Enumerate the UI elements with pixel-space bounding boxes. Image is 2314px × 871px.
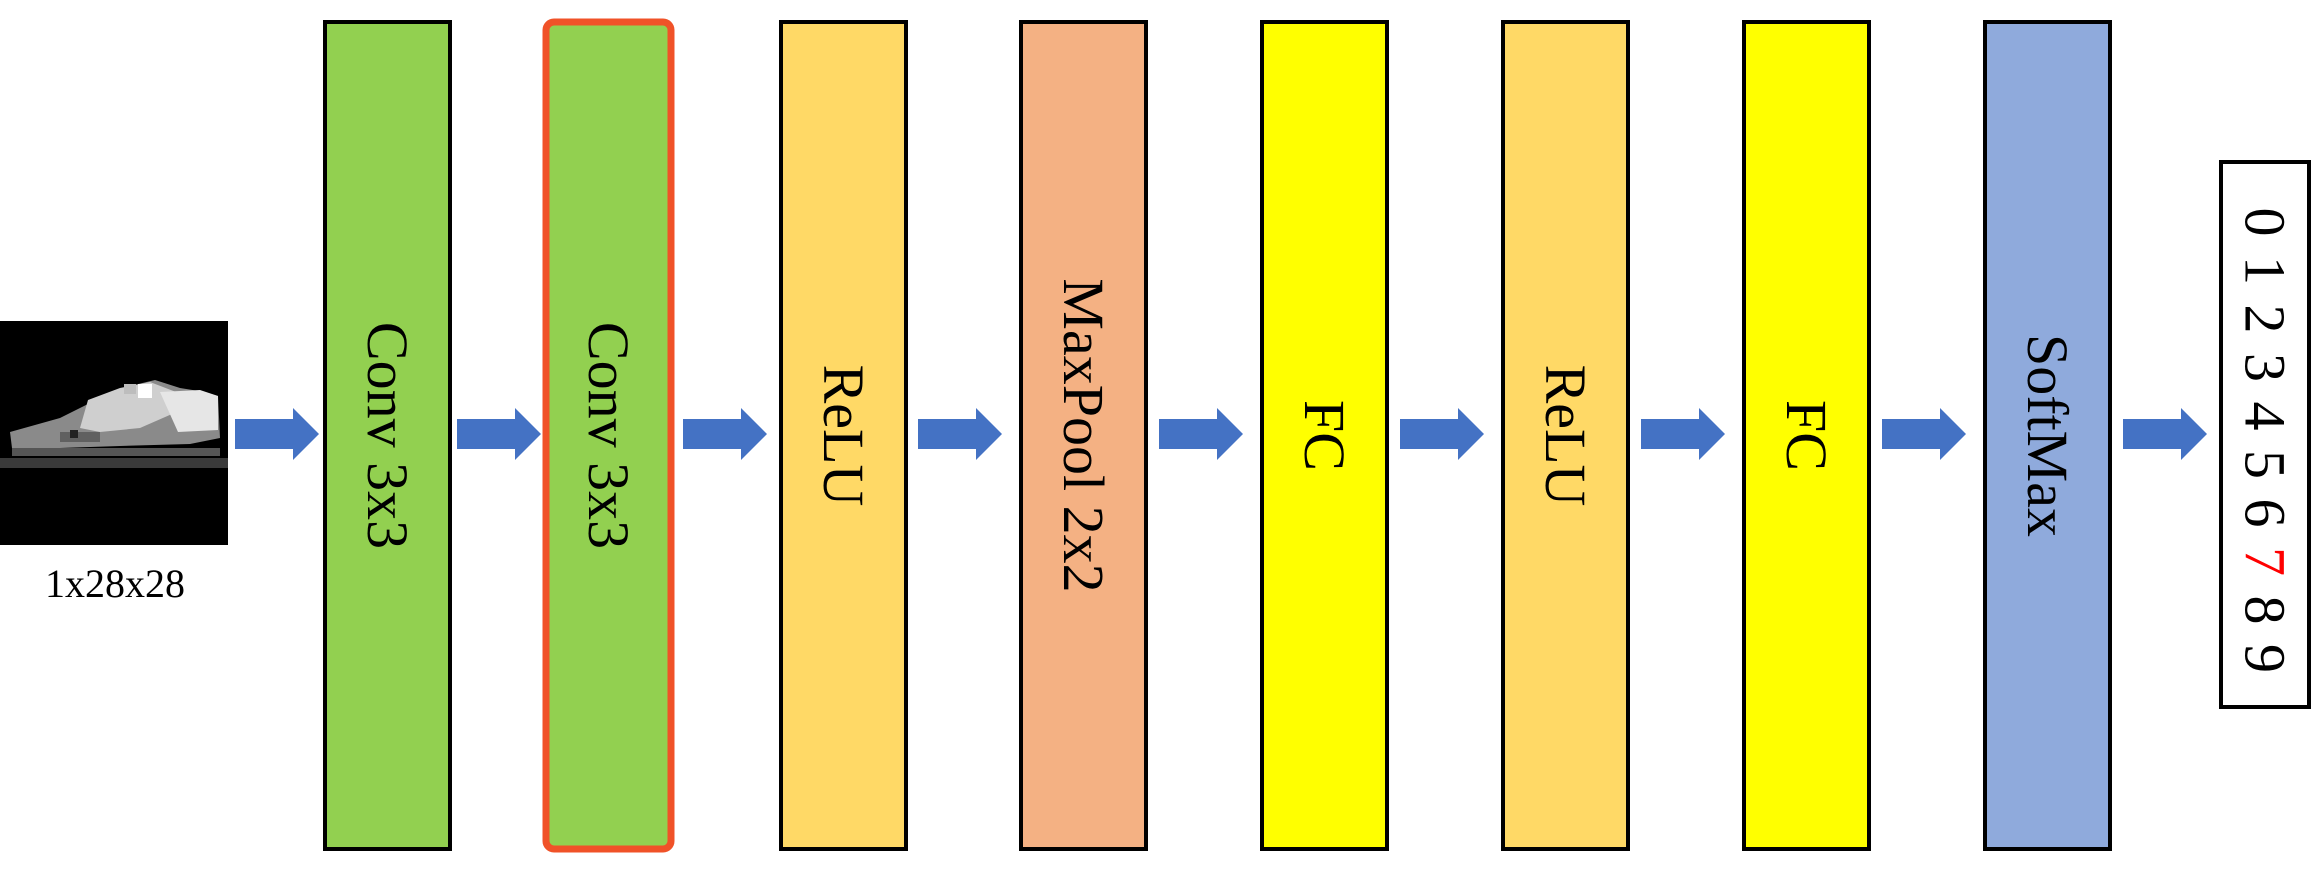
- arrow-right-icon: [683, 408, 767, 460]
- arrow-right-icon: [235, 408, 319, 460]
- output-digit-4: 4: [2233, 402, 2298, 431]
- output-digit-3: 3: [2233, 353, 2298, 382]
- layer-block-8: SoftMax: [1983, 20, 2112, 851]
- layer-label: ReLU: [1533, 365, 1598, 507]
- layer-rect: [542, 18, 675, 853]
- input-image: [0, 321, 228, 545]
- arrow-right-icon: [918, 408, 1002, 460]
- output-digit-1: 1: [2233, 256, 2298, 285]
- output-digit-8: 8: [2233, 596, 2298, 625]
- layer-block-6: ReLU: [1501, 20, 1630, 851]
- output-digit-5: 5: [2233, 450, 2298, 479]
- input-shape-label: 1x28x28: [45, 561, 185, 606]
- arrow-right-icon: [457, 408, 541, 460]
- layer-block-7: FC: [1742, 20, 1871, 851]
- layer-rect: [779, 20, 908, 851]
- output-classes-box: 0 1 2 3 4 5 6 7 8 9: [2219, 160, 2311, 709]
- output-digit-2: 2: [2233, 305, 2298, 334]
- layer-label: FC: [1292, 400, 1357, 471]
- layer-rect: [323, 20, 452, 851]
- arrow-right-icon: [1882, 408, 1966, 460]
- layer-rect: [1742, 20, 1871, 851]
- layer-block-3: ReLU: [779, 20, 908, 851]
- output-digit-9: 9: [2233, 644, 2298, 673]
- arrow-right-icon: [1159, 408, 1243, 460]
- output-digit-0: 0: [2233, 208, 2298, 237]
- layer-rect: [1501, 20, 1630, 851]
- layer-block-4: MaxPool 2x2: [1019, 20, 1148, 851]
- arrow-right-icon: [1400, 408, 1484, 460]
- layer-label: MaxPool 2x2: [1051, 278, 1116, 592]
- layer-label: Conv 3x3: [355, 322, 420, 549]
- layer-block-1: Conv 3x3: [323, 20, 452, 851]
- layer-label: SoftMax: [2015, 334, 2080, 537]
- arrow-right-icon: [2123, 408, 2207, 460]
- layer-rect: [1983, 20, 2112, 851]
- layer-rect: [1019, 20, 1148, 851]
- output-digit-7: 7: [2233, 547, 2298, 576]
- output-digit-6: 6: [2233, 499, 2298, 528]
- layer-label: Conv 3x3: [576, 322, 641, 549]
- layer-block-2: Conv 3x3: [542, 18, 675, 853]
- arrow-right-icon: [1641, 408, 1725, 460]
- layer-block-5: FC: [1260, 20, 1389, 851]
- layer-label: ReLU: [811, 365, 876, 507]
- layer-rect: [1260, 20, 1389, 851]
- layer-label: FC: [1774, 400, 1839, 471]
